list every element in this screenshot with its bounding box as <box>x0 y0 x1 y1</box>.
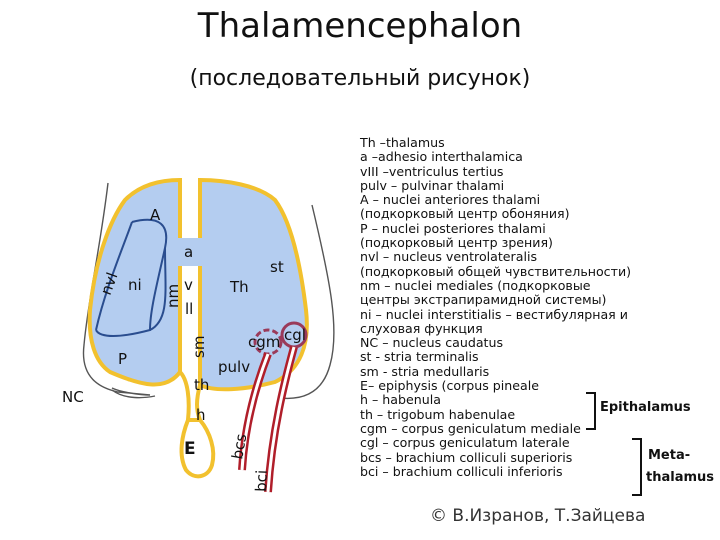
legend-item: P – nuclei posteriores thalami <box>360 220 546 236</box>
caudate-outline <box>82 182 151 396</box>
copyright: © В.Изранов, Т.Зайцева <box>430 506 646 526</box>
legend-item: NC – nucleus caudatus <box>360 335 504 351</box>
label-sm: sm <box>190 336 208 358</box>
epithalamus-label: Epithalamus <box>600 400 691 415</box>
legend-item: (подкорковый центр зрения) <box>360 235 553 251</box>
legend-item: cgl – corpus geniculatum laterale <box>360 435 570 451</box>
page-title: Thalamencephalon <box>197 6 523 46</box>
caudate-outline-lower <box>111 389 156 399</box>
legend-item: a –adhesio interthalamica <box>360 149 523 165</box>
label-NC: NC <box>62 388 84 406</box>
label-bci: bci <box>252 470 271 493</box>
label-pulv: pulv <box>218 358 250 376</box>
metathalamus-label-1: Meta- <box>648 448 691 463</box>
label-ni: ni <box>128 276 142 294</box>
legend-item: vIII –ventriculus tertius <box>360 163 504 179</box>
trigonum-tail <box>178 370 202 421</box>
label-th: th <box>194 376 209 394</box>
legend-item: E– epiphysis (corpus pineale <box>360 378 539 394</box>
label-E: E <box>184 439 196 459</box>
legend-item: pulv – pulvinar thalami <box>360 177 505 193</box>
legend-item: A – nuclei anteriores thalami <box>360 192 541 208</box>
brachium-inferior-inner <box>266 346 296 493</box>
label-Th: Th <box>229 278 249 296</box>
legend: Th –thalamus a –adhesio interthalamica v… <box>360 135 700 479</box>
metathalamus-bracket <box>632 438 642 496</box>
legend-item: bci – brachium colliculi inferioris <box>360 463 563 479</box>
legend-item: ni – nuclei interstitialis – вестибулярн… <box>360 306 628 322</box>
nm-boundary <box>149 247 167 331</box>
adhesio-interthalamica <box>176 238 204 266</box>
legend-item: st - stria terminalis <box>360 349 479 365</box>
label-P: P <box>118 350 127 368</box>
caudate-outline-right <box>279 204 335 400</box>
legend-item: sm - stria medullaris <box>360 363 490 379</box>
legend-item: Th –thalamus <box>360 135 445 150</box>
legend-item: слуховая функция <box>360 320 483 336</box>
page-subtitle: (последовательный рисунок) <box>189 66 531 91</box>
epithalamus-bracket <box>586 392 596 430</box>
legend-item: h – habenula <box>360 392 441 408</box>
legend-item: bcs – brachium colliculi superioris <box>360 449 573 465</box>
label-cgm: cgm <box>248 333 280 351</box>
legend-item: cgm – corpus geniculatum mediale <box>360 420 581 436</box>
label-nm: nm <box>164 284 182 308</box>
label-A: A <box>150 206 161 224</box>
legend-item: th – trigobum habenulae <box>360 406 516 422</box>
legend-item: (подкорковый центр обоняния) <box>360 206 570 222</box>
label-h: h <box>196 406 206 424</box>
nvl-boundary <box>95 221 133 331</box>
brachium-superior-inner <box>240 353 270 471</box>
epiphysis <box>179 418 216 479</box>
ni-boundary <box>95 218 168 337</box>
label-ll: ll <box>185 300 193 318</box>
label-cgl: cgl <box>284 326 306 344</box>
legend-item: nm – nuclei mediales (подкорковые <box>360 277 591 293</box>
legend-item: (подкорковый общей чувствительности) <box>360 263 632 279</box>
metathalamus-label-2: thalamus <box>646 470 715 485</box>
left-thalamus <box>87 177 182 387</box>
label-v: v <box>184 276 193 294</box>
legend-item: центры экстрапирамидной системы) <box>360 292 607 308</box>
label-bcs: bcs <box>228 432 250 461</box>
label-st: st <box>270 258 284 276</box>
legend-item: nvl – nucleus ventrolateralis <box>360 249 538 265</box>
label-a: a <box>184 243 193 261</box>
